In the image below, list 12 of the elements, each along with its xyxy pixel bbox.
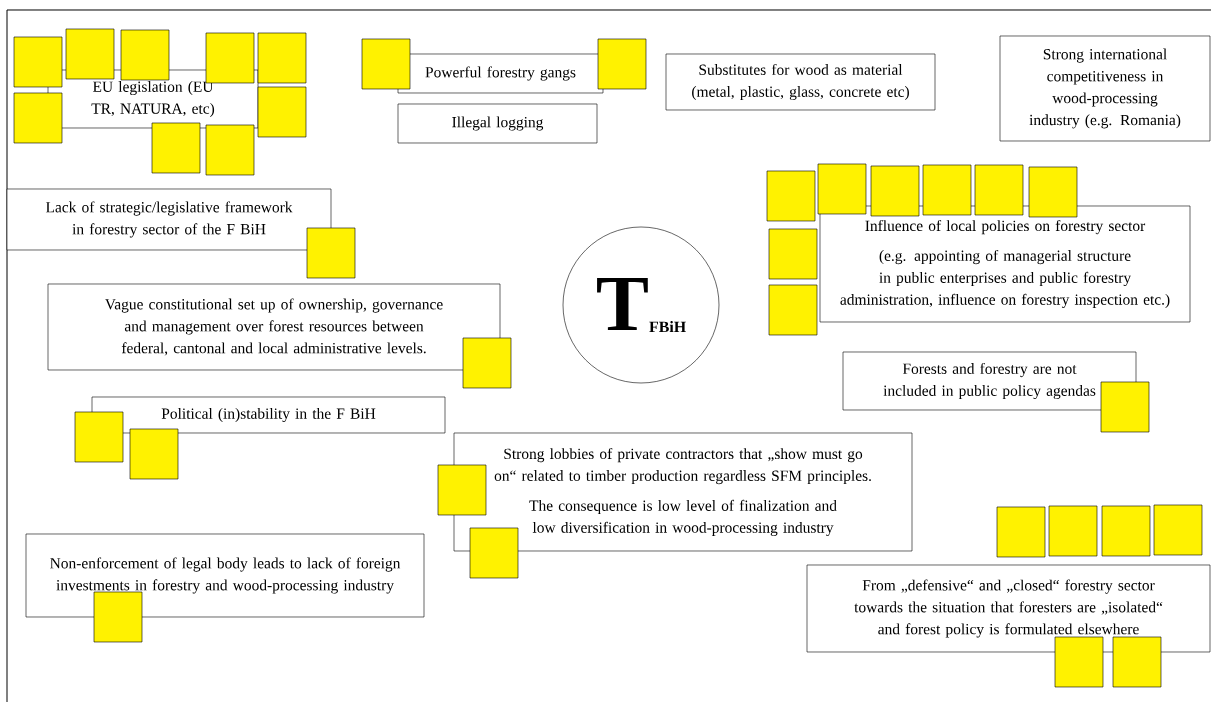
text-box: Political (in)stability in the F BiH <box>91 396 446 434</box>
text-box: Strong lobbies of private contractors that „show must go on“ related to timber production regardless SFM principles. The consequence is low level of finalization and low diversification in wood-processing industry <box>453 432 913 552</box>
text-box: From „defensive“ and „closed“ forestry sector towards the situation that foresters are „isolated“ and forest policy is formulated elsewhere <box>806 564 1211 653</box>
text-box: Powerful forestry gangs <box>397 53 604 94</box>
text-box: Illegal logging <box>397 103 598 144</box>
text-box: Vague constitutional set up of ownership, governance and management over forest resources between federal, cantonal and local administrative levels. <box>47 283 501 371</box>
text-box: Non-enforcement of legal body leads to lack of foreign investments in forestry and wood-processing industry <box>25 533 425 618</box>
text-box: Strong international competitiveness in wood-processing industry (e.g. Romania) <box>999 35 1211 142</box>
text-box: Influence of local policies on forestry sector (e.g. appointing of managerial structure in public enterprises and public forestry administration, influence on forestry inspection etc.) <box>819 205 1191 323</box>
text-box: Lack of strategic/legislative framework in forestry sector of the F BiH <box>6 188 332 251</box>
text-box: Substitutes for wood as material (metal, plastic, glass, concrete etc) <box>665 53 936 111</box>
text-box: Forests and forestry are not included in public policy agendas <box>842 351 1137 411</box>
